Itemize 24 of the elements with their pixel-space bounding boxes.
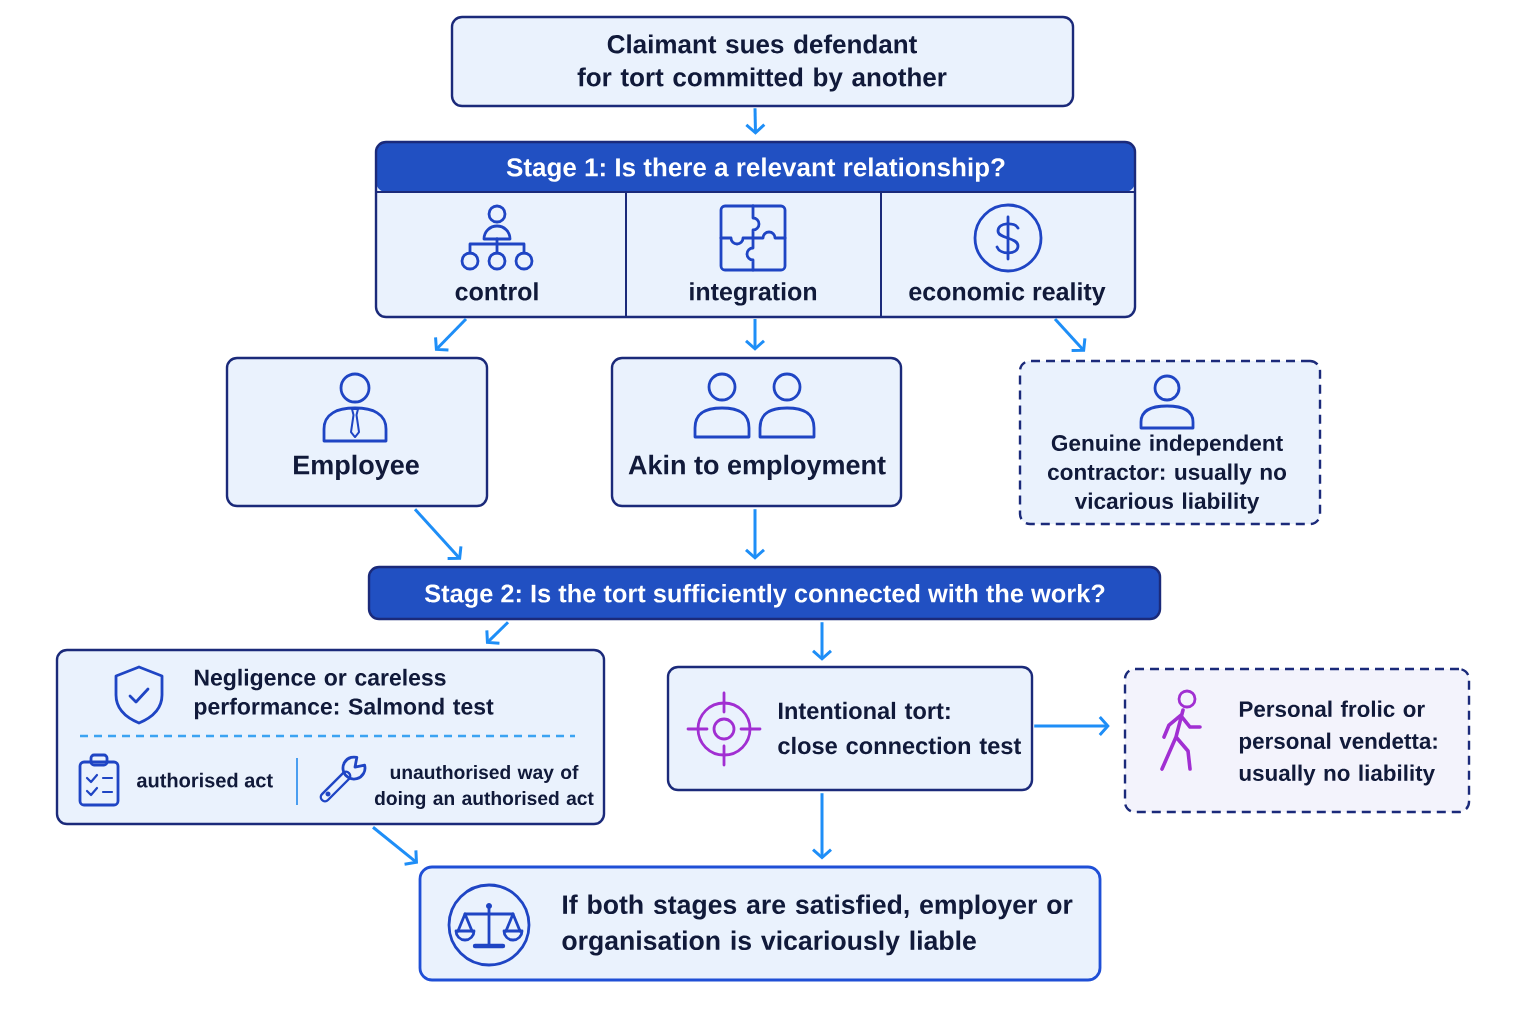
arrow — [745, 509, 765, 560]
arrow — [812, 622, 832, 661]
outcome-box: Akin to employment — [610, 356, 903, 508]
item-label: authorised act — [137, 772, 273, 788]
arrow — [413, 508, 463, 560]
arrow — [372, 826, 418, 866]
start-box: Claimant sues defendant for tort committed by another — [450, 15, 1075, 108]
arrow — [485, 621, 510, 645]
arrow — [1034, 716, 1110, 736]
arrow — [812, 793, 832, 860]
criterion-cell: integration — [625, 191, 882, 317]
dashed-box: Personal frolic or personal vendetta: usually no liability — [1123, 667, 1471, 814]
arrow — [434, 317, 468, 352]
result-box: If both stages are satisfied, employer or organisation is vicariously liable — [418, 865, 1102, 982]
dashed-box: Genuine independent contractor: usually no vicarious liability — [1018, 359, 1322, 526]
arrow — [1053, 318, 1087, 352]
arrow — [745, 319, 765, 351]
stage-banner: Stage 2: Is the tort sufficiently connected with the work? — [367, 565, 1162, 621]
outcome-box: Employee — [225, 356, 489, 508]
item-label: unauthorised way of doing an authorised act — [374, 765, 594, 809]
test-box: Intentional tort: close connection test — [666, 665, 1034, 792]
criterion-cell: control — [376, 191, 627, 317]
criterion-cell: economic reality — [880, 191, 1135, 317]
arrow — [745, 108, 766, 135]
